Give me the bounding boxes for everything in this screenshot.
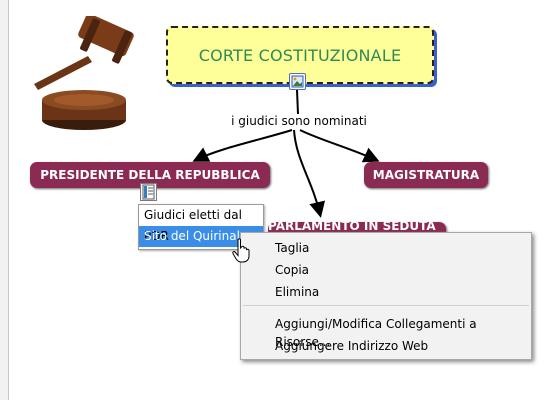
context-menu: Taglia Copia Elimina Aggiungi/Modifica C… (240, 232, 532, 360)
menu-item-aggiungi-collegamenti[interactable]: Aggiungi/Modifica Collegamenti a Risorse… (275, 317, 477, 349)
document-link-icon[interactable] (140, 183, 157, 201)
hand-cursor-icon (232, 238, 250, 263)
main-concept-title: CORTE COSTITUZIONALE (198, 45, 402, 65)
connector-label[interactable]: i giudici sono nominati (210, 114, 388, 128)
menu-separator (243, 305, 529, 306)
link-item-quirinale[interactable]: Sito del Quirinale (139, 226, 263, 247)
left-panel-border (0, 0, 9, 400)
image-link-icon[interactable] (289, 73, 306, 90)
link-item-giudici[interactable]: Giudici eletti dal PDR (144, 208, 242, 243)
menu-item-taglia[interactable]: Taglia (275, 241, 310, 255)
gavel-image (34, 16, 134, 130)
menu-item-copia[interactable]: Copia (275, 263, 310, 277)
menu-item-elimina[interactable]: Elimina (275, 285, 320, 299)
main-concept-node[interactable]: CORTE COSTITUZIONALE (166, 26, 434, 84)
menu-item-aggiungere-indirizzo-web[interactable]: Aggiungere Indirizzo Web (275, 339, 429, 353)
node-magistratura[interactable]: MAGISTRATURA (364, 162, 488, 188)
